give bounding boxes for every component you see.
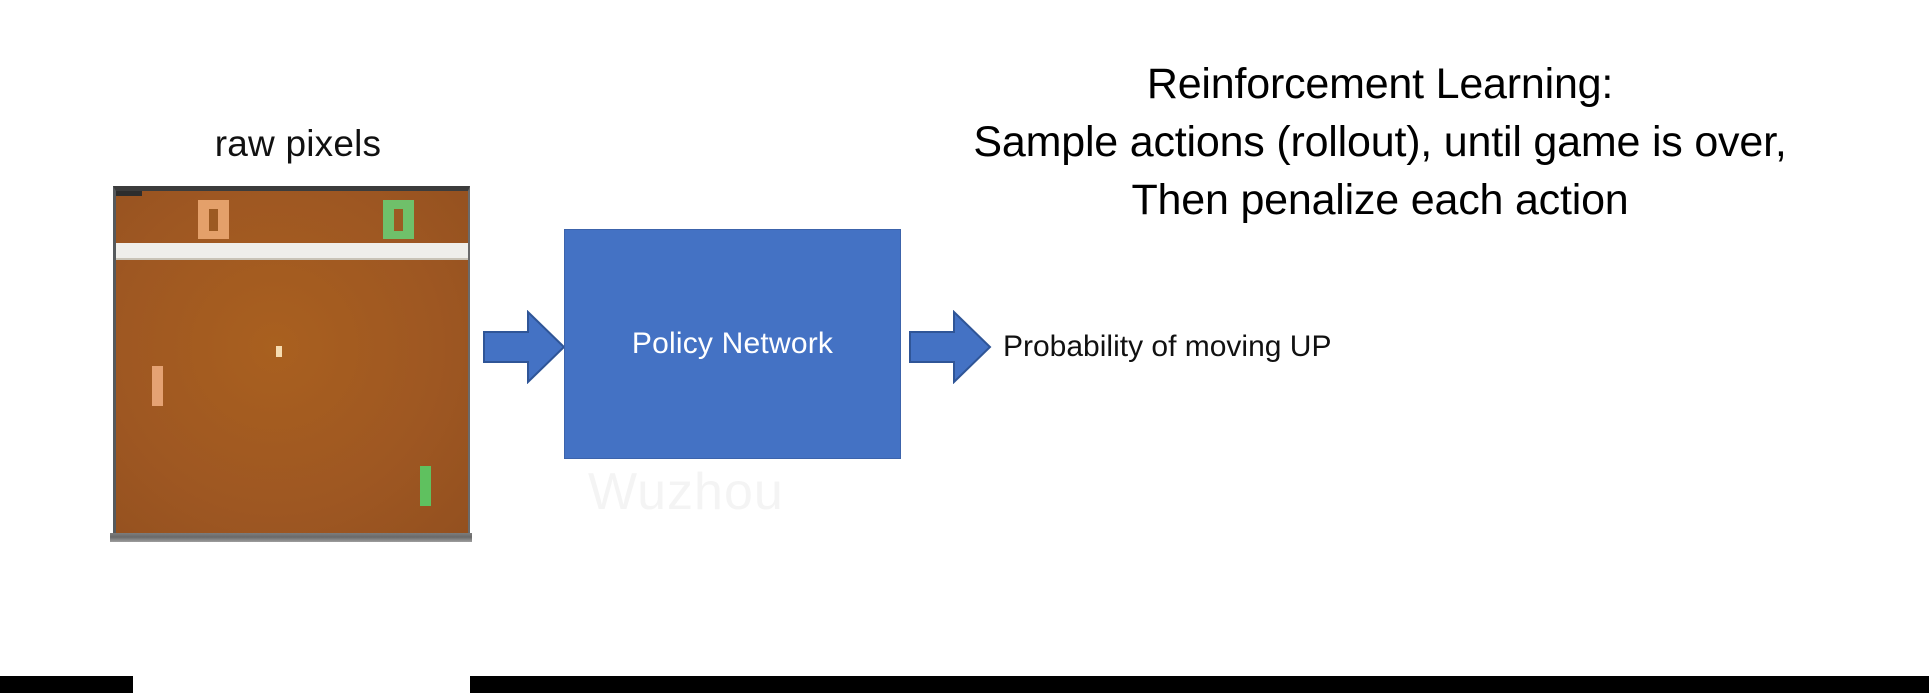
headline-block: Reinforcement Learning: Sample actions (… bbox=[840, 55, 1920, 229]
paddle-right bbox=[420, 466, 431, 506]
score-digit-zero-hole bbox=[209, 208, 218, 231]
letterbox-bar-right bbox=[470, 676, 1929, 693]
background-watermark-text: Wuzhou bbox=[588, 463, 784, 521]
policy-network-box: Policy Network bbox=[564, 229, 901, 459]
policy-network-label: Policy Network bbox=[631, 327, 834, 360]
output-label: Probability of moving UP bbox=[1003, 330, 1332, 363]
score-right-player bbox=[383, 200, 414, 239]
pong-ball bbox=[276, 346, 282, 357]
game-playfield bbox=[116, 191, 468, 539]
arrow-model-to-output-icon bbox=[908, 310, 992, 384]
paddle-left bbox=[152, 366, 163, 406]
screen-bottom-ledge bbox=[110, 533, 472, 542]
divider-band bbox=[116, 243, 468, 260]
hud-corner-marker bbox=[116, 191, 142, 196]
headline-line-2: Sample actions (rollout), until game is … bbox=[973, 118, 1787, 166]
arrow-input-to-model-icon bbox=[482, 310, 566, 384]
headline-line-3: Then penalize each action bbox=[1131, 176, 1629, 224]
score-left-player bbox=[198, 200, 229, 239]
raw-pixels-label: raw pixels bbox=[214, 123, 382, 164]
pong-game-screen bbox=[113, 186, 470, 539]
letterbox-bar-left bbox=[0, 676, 133, 693]
score-digit-zero-hole bbox=[394, 208, 403, 231]
headline-line-1: Reinforcement Learning: bbox=[1146, 60, 1614, 108]
